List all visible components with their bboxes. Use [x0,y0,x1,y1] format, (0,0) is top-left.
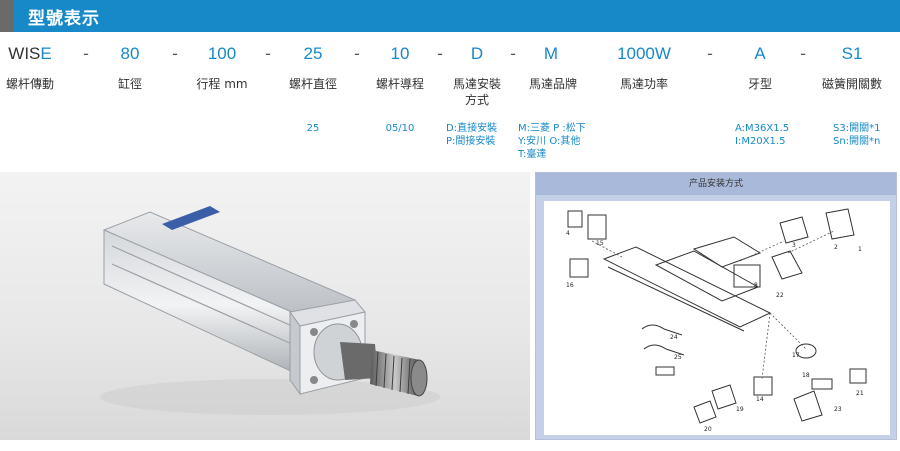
option-screw-lead: 05/10 [385,123,415,134]
part-number: 19 [736,406,744,413]
code-prefix: WISE [8,44,52,63]
part-number: 23 [834,406,842,413]
code-stroke: 100 [207,44,237,63]
label-motor-mount: 馬達安裝 方式 [452,77,502,107]
part-number: 15 [596,240,604,247]
label-stroke: 行程 mm [196,77,248,91]
code-bore: 80 [120,44,140,63]
option-screw-diameter: 25 [306,123,320,134]
code-screw-lead: 10 [390,44,410,63]
code-dash: - [707,44,713,63]
section-title: 型號表示 [28,8,100,29]
diagram-title: 产品安装方式 [536,173,896,195]
label-bore: 缸徑 [117,77,143,91]
label-thread-type: 牙型 [747,77,773,91]
label-motor-brand: 馬達品牌 [528,77,578,91]
code-motor-mount: D [470,44,484,63]
label-screw-lead: 螺杆導程 [375,77,425,91]
part-number: 21 [856,390,864,397]
part-number: 2 [834,244,838,251]
model-code-row: WISE - 80 - 100 - 25 - 10 - D - M 1000W … [0,44,900,70]
option-motor-brand: M:三菱 P :松下 Y:安川 O:其他 T:臺達 [518,123,586,160]
field-options-row: 25 05/10 D:直接安裝 P:間接安裝 M:三菱 P :松下 Y:安川 O… [0,122,900,168]
part-number: 1 [858,246,862,253]
part-number: 24 [670,334,678,341]
part-number: 3 [792,242,796,249]
code-dash: - [172,44,178,63]
part-number: 20 [704,426,712,433]
label-screw-diameter: 螺杆直徑 [288,77,338,91]
label-motor-power: 馬達功率 [619,77,669,91]
code-dash: - [265,44,271,63]
part-number: 17 [792,352,800,359]
label-magnetic-switch: 磁簧開關數 [821,77,883,91]
code-dash: - [354,44,360,63]
part-number: 14 [756,396,764,403]
code-screw-diameter: 25 [303,44,323,63]
exploded-parts-drawing: 4 15 16 1 2 3 22 24 25 17 18 19 14 20 21… [566,208,867,433]
code-thread-type: A [754,44,766,63]
part-number: 22 [776,292,784,299]
exploded-view: 4 15 16 1 2 3 22 24 25 17 18 19 14 20 21… [544,201,890,435]
header-accent-block [0,0,14,32]
option-magnetic-switch: S3:開關*1 Sn:開關*n [833,123,881,147]
installation-diagram-panel: 产品安装方式 [535,172,897,440]
part-number: 4 [566,230,570,237]
part-number: 18 [802,372,810,379]
option-motor-mount: D:直接安裝 P:間接安裝 [446,123,498,147]
part-number: 8 [754,282,758,289]
product-photo [0,172,530,440]
option-thread-type: A:M36X1.5 I:M20X1.5 [735,123,790,147]
code-dash: - [510,44,516,63]
code-dash: - [800,44,806,63]
part-number: 16 [566,282,574,289]
part-number: 25 [674,354,682,361]
code-motor-brand: M [543,44,559,63]
code-motor-power: 1000W [617,44,671,63]
field-label-row: 螺杆傳動 缸徑 行程 mm 螺杆直徑 螺杆導程 馬達安裝 方式 馬達品牌 馬達功… [0,76,900,116]
code-dash: - [83,44,89,63]
code-dash: - [437,44,443,63]
section-header: 型號表示 [0,0,900,32]
electric-cylinder-illustration [100,206,440,415]
code-magnetic-switch: S1 [841,44,863,63]
label-drive: 螺杆傳動 [5,77,55,91]
